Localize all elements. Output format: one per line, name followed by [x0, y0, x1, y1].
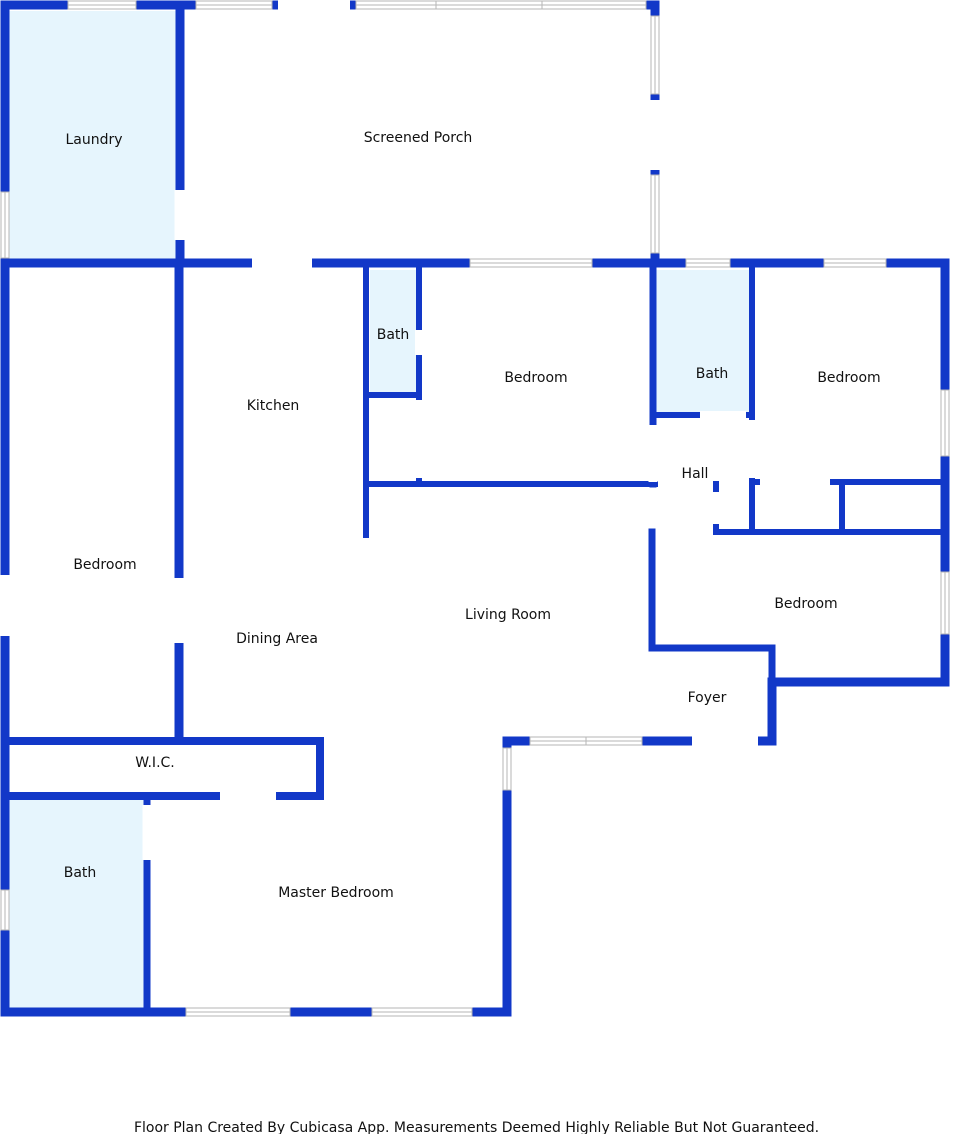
window: [0, 889, 10, 931]
window: [185, 1007, 291, 1017]
room-label-bath-3: Bath: [64, 865, 97, 881]
window: [685, 258, 731, 268]
room-label-bath-2: Bath: [696, 366, 729, 382]
window: [650, 15, 660, 95]
window: [940, 389, 950, 457]
room-label-living-room: Living Room: [465, 607, 551, 623]
window: [469, 258, 593, 268]
room-label-laundry: Laundry: [65, 132, 122, 148]
window: [823, 258, 887, 268]
wall-wic-row: [1, 737, 324, 800]
room-label-bedroom-3: Bedroom: [73, 557, 136, 573]
room-labels: Laundry Screened Porch Bath Bedroom Bath…: [64, 130, 881, 901]
bath-3-fill: [9, 800, 146, 1009]
laundry-fill: [9, 11, 179, 263]
window: [355, 0, 647, 10]
wall-closets: [713, 481, 943, 535]
room-label-wic: W.I.C.: [135, 755, 175, 771]
window: [67, 0, 137, 10]
room-label-dining-area: Dining Area: [236, 631, 318, 647]
wet-room-fills: [9, 11, 749, 1009]
window: [940, 571, 950, 635]
window: [0, 191, 10, 259]
room-label-bedroom-4: Bedroom: [774, 596, 837, 612]
bath-1-fill: [370, 270, 416, 392]
windows: [0, 0, 950, 1017]
openings: [0, 0, 830, 860]
room-label-screened-porch: Screened Porch: [364, 130, 473, 146]
room-label-bedroom-1: Bedroom: [504, 370, 567, 386]
footer-caption: Floor Plan Created By Cubicasa App. Meas…: [133, 1120, 820, 1134]
wall-bath-1: [363, 262, 658, 538]
room-label-kitchen: Kitchen: [247, 398, 300, 414]
room-label-master-bedroom: Master Bedroom: [278, 885, 394, 901]
window: [371, 1007, 473, 1017]
window: [502, 747, 512, 791]
room-label-hall: Hall: [682, 466, 709, 482]
room-label-bath-1: Bath: [377, 327, 410, 343]
window: [529, 736, 643, 746]
window: [195, 0, 273, 10]
wall-bedroom-3: [648, 528, 776, 688]
room-label-bedroom-2: Bedroom: [817, 370, 880, 386]
window: [650, 174, 660, 254]
bath-2-fill: [655, 270, 749, 414]
room-label-foyer: Foyer: [688, 690, 727, 706]
